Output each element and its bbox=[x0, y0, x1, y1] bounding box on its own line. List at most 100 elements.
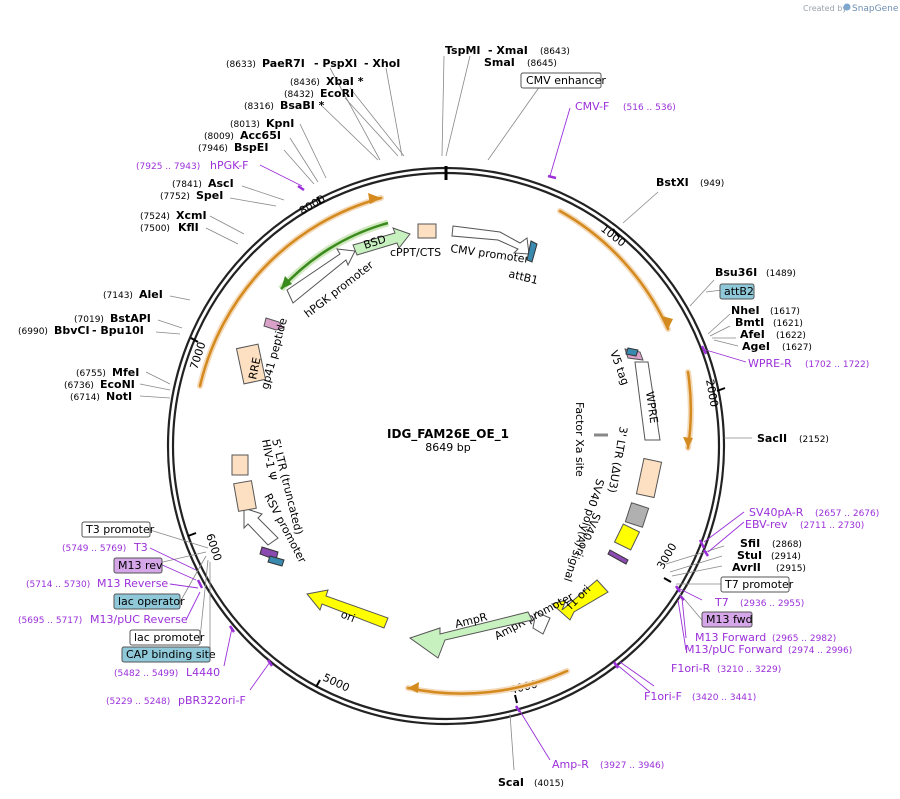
site-tspmi[interactable]: TspMI bbox=[445, 44, 481, 57]
arc-ampr-region bbox=[406, 669, 569, 695]
feature-hpgk-promoter[interactable] bbox=[286, 248, 356, 304]
site-bstapi[interactable]: BstAPI bbox=[110, 312, 151, 325]
box-lac-promoter-label: lac promoter bbox=[134, 631, 205, 644]
site-paer7i[interactable]: PaeR7I bbox=[262, 57, 305, 70]
feature-ori-label: ori bbox=[339, 608, 357, 625]
feature-bsd[interactable] bbox=[352, 227, 411, 256]
primer-ampr[interactable]: Amp-R bbox=[552, 758, 589, 771]
site-mfei[interactable]: MfeI bbox=[112, 366, 139, 379]
feature-rsv-promoter[interactable] bbox=[243, 507, 279, 546]
box-cmv-enhancer[interactable] bbox=[520, 72, 602, 89]
site-paer7i-coord: (8633) bbox=[226, 60, 256, 70]
box-lac-operator[interactable] bbox=[113, 593, 181, 610]
box-cap-binding-site-label: CAP binding site bbox=[126, 648, 216, 661]
primer-t3[interactable]: T3 bbox=[133, 541, 148, 554]
site-kfli[interactable]: KflI bbox=[178, 221, 199, 234]
feature-rre[interactable] bbox=[235, 343, 267, 385]
tick-2000: 2000 bbox=[703, 378, 721, 408]
primer-m13fwd[interactable]: M13 Forward bbox=[695, 631, 766, 644]
feature-wpre[interactable] bbox=[634, 361, 661, 441]
site-bpu10i[interactable]: - Bpu10I bbox=[92, 324, 144, 337]
box-cap-binding-site[interactable] bbox=[121, 646, 211, 663]
feature-3ltr[interactable] bbox=[635, 457, 663, 499]
site-spei[interactable]: SpeI bbox=[196, 189, 223, 202]
site-ecori[interactable]: EcoRI bbox=[320, 87, 354, 100]
site-scai[interactable]: ScaI bbox=[498, 776, 524, 789]
primer-sv40par-coord: (2657 .. 2676) bbox=[815, 509, 879, 519]
site-acc65i[interactable]: Acc65I bbox=[240, 129, 281, 142]
site-bmti[interactable]: BmtI bbox=[735, 316, 764, 329]
site-sfii[interactable]: SfiI bbox=[740, 537, 760, 550]
site-tspmi-coord: (8643) bbox=[540, 47, 570, 57]
primer-l4440[interactable]: L4440 bbox=[186, 666, 220, 679]
feature-sv40ori[interactable] bbox=[613, 523, 641, 551]
feature-hiv-psi[interactable] bbox=[231, 454, 249, 476]
site-stui[interactable]: StuI bbox=[737, 549, 762, 562]
site-agei[interactable]: AgeI bbox=[742, 340, 770, 353]
credit-brand: SnapGene bbox=[852, 4, 899, 14]
site-kpni[interactable]: KpnI bbox=[266, 117, 294, 130]
box-lac-promoter[interactable] bbox=[129, 629, 201, 646]
arc-wpre-arrow bbox=[683, 437, 693, 448]
site-bsu36i[interactable]: Bsu36I bbox=[715, 266, 757, 279]
feature-cppt[interactable] bbox=[417, 223, 437, 239]
box-m13-rev[interactable] bbox=[113, 557, 163, 574]
feature-cmv-promoter[interactable] bbox=[451, 225, 530, 255]
site-bstapi-coord: (7019) bbox=[74, 315, 104, 325]
box-attb2[interactable] bbox=[719, 283, 755, 300]
site-avrii[interactable]: AvrII bbox=[732, 561, 761, 574]
primer-f1orir[interactable]: F1ori-R bbox=[671, 662, 711, 675]
site-noti[interactable]: NotI bbox=[106, 390, 132, 403]
site-bmti-coord: (1621) bbox=[773, 319, 803, 329]
primer-ebvrev[interactable]: EBV-rev bbox=[745, 518, 788, 531]
box-t7-promoter[interactable] bbox=[720, 576, 790, 593]
site-asci[interactable]: AscI bbox=[208, 177, 234, 190]
feature-f1ori[interactable] bbox=[550, 579, 609, 621]
primer-hpgkf[interactable]: hPGK-F bbox=[210, 159, 248, 172]
primer-ampr-coord: (3927 .. 3946) bbox=[600, 761, 664, 771]
site-xmai[interactable]: - XmaI bbox=[488, 44, 528, 57]
primer-f1orif[interactable]: F1ori-F bbox=[644, 690, 682, 703]
feature-attb2-mark bbox=[625, 347, 639, 357]
primer-t7[interactable]: T7 bbox=[714, 596, 729, 609]
feature-5ltr[interactable] bbox=[233, 480, 257, 512]
site-alei[interactable]: AleI bbox=[139, 288, 163, 301]
feature-ampr-promoter[interactable] bbox=[532, 611, 551, 635]
feature-sv40pa[interactable] bbox=[624, 502, 650, 528]
site-afei[interactable]: AfeI bbox=[740, 328, 765, 341]
primer-l4440-coord: (5482 .. 5499) bbox=[114, 669, 178, 679]
feature-ampr[interactable] bbox=[408, 611, 533, 659]
site-asci-coord: (7841) bbox=[172, 180, 202, 190]
feature-rre-label: RRE bbox=[246, 356, 263, 381]
primer-m13pucrev[interactable]: M13/pUC Reverse bbox=[90, 613, 188, 626]
site-bbvci-coord: (6990) bbox=[18, 327, 48, 337]
primer-m13rev[interactable]: M13 Reverse bbox=[97, 577, 168, 590]
primer-cmvf[interactable]: CMV-F bbox=[575, 100, 609, 113]
site-pspxi[interactable]: - PspXI bbox=[314, 57, 357, 70]
primer-sv40par[interactable]: SV40pA-R bbox=[749, 506, 804, 519]
site-smai[interactable]: SmaI bbox=[484, 56, 515, 69]
site-bspei[interactable]: BspEI bbox=[234, 141, 268, 154]
primer-pbr322[interactable]: pBR322ori-F bbox=[178, 694, 246, 707]
feature-ori[interactable] bbox=[306, 589, 389, 629]
feature-attb1[interactable] bbox=[526, 240, 538, 263]
site-nhei[interactable]: NheI bbox=[731, 304, 760, 317]
site-sacii[interactable]: SacII bbox=[757, 432, 787, 445]
box-t3-promoter[interactable] bbox=[81, 521, 151, 538]
feature-gp41[interactable] bbox=[263, 317, 284, 331]
feature-ampr-promoter-label: AmpR promoter bbox=[492, 590, 576, 643]
site-econi[interactable]: EcoNI bbox=[100, 378, 135, 391]
site-sacii-coord: (2152) bbox=[799, 435, 829, 445]
site-bsabi[interactable]: BsaBI * bbox=[280, 99, 325, 112]
primer-m13pucfwd[interactable]: M13/pUC Forward bbox=[685, 643, 783, 656]
box-m13-rev-label: M13 rev bbox=[118, 559, 163, 572]
site-xhoi[interactable]: - XhoI bbox=[364, 57, 400, 70]
arc-hpgk-region bbox=[198, 196, 383, 388]
box-m13-fwd[interactable] bbox=[701, 611, 753, 628]
primer-wprer[interactable]: WPRE-R bbox=[748, 357, 792, 370]
site-bstxi[interactable]: BstXI bbox=[656, 176, 689, 189]
site-xcmi[interactable]: XcmI bbox=[176, 209, 207, 222]
site-xbai[interactable]: XbaI * bbox=[326, 75, 364, 88]
site-bbvci[interactable]: BbvCI bbox=[54, 324, 90, 337]
box-t7-promoter-label: T7 promoter bbox=[724, 578, 794, 591]
